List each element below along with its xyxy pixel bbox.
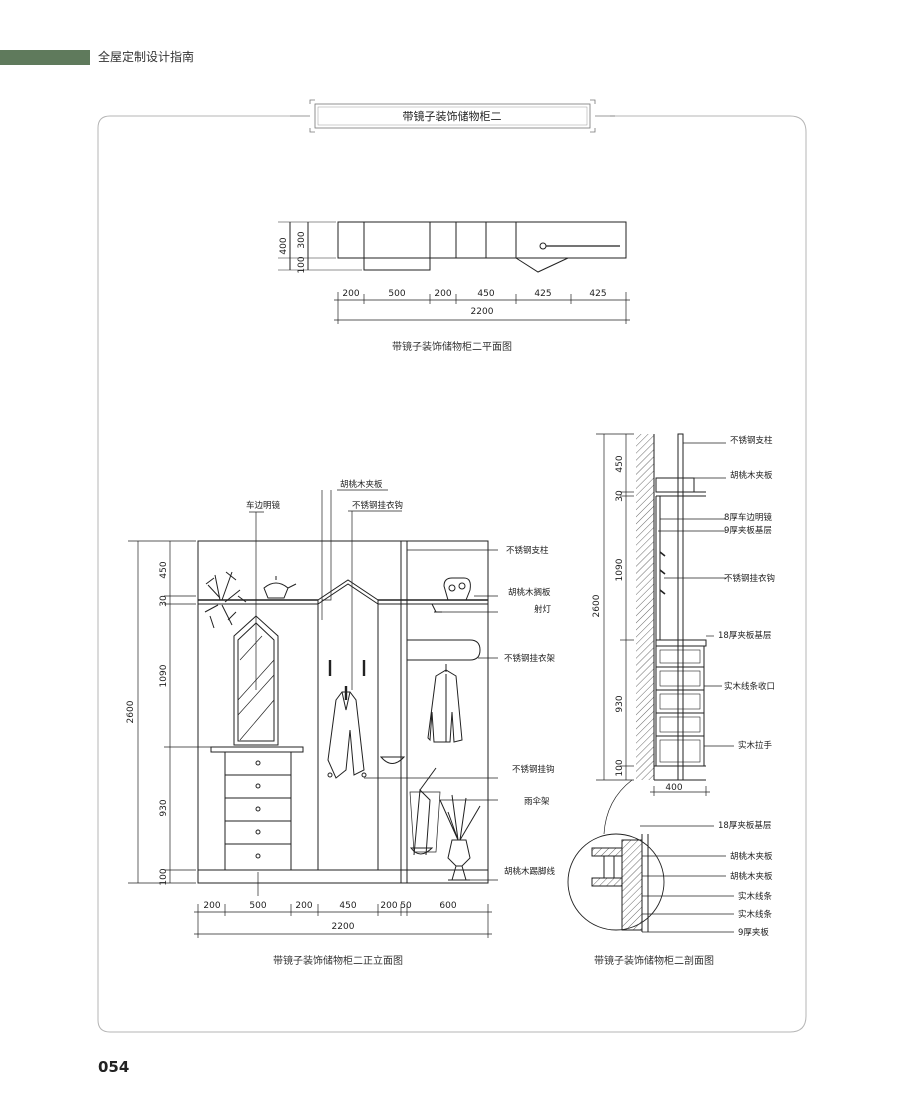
label-steel-hook: 不锈钢挂钩 <box>512 764 555 775</box>
section-dim-1090: 1090 <box>615 558 625 581</box>
plan-dim: 425 <box>534 289 551 299</box>
section-labels: 不锈钢支柱 胡桃木夹板 8厚车边明镜 9厚夹板基层 不锈钢挂衣钩 18厚夹板基层… <box>718 435 775 938</box>
plan-dim: 200 <box>434 289 451 299</box>
label-umbrella-stand: 雨伞架 <box>524 796 550 807</box>
section-label: 8厚车边明镜 <box>724 512 772 523</box>
front-dim: 200 <box>203 901 220 911</box>
plan-dim-400: 400 <box>279 237 289 254</box>
front-dim-450: 450 <box>159 561 169 578</box>
front-leader-lines <box>249 489 498 881</box>
section-left-dim-lines <box>596 433 710 796</box>
section-label: 不锈钢挂衣钩 <box>724 573 775 584</box>
section-leader-lines <box>640 442 734 933</box>
header-color-bar <box>0 50 90 65</box>
front-dim: 50 <box>400 901 412 911</box>
plan-left-dims: 400 300 100 <box>279 231 307 273</box>
label-bevel-mirror: 车边明镜 <box>246 500 281 511</box>
plan-bottom-dim-text: 200 500 200 450 425 425 2200 <box>342 289 606 317</box>
section-dim-2600: 2600 <box>592 594 602 617</box>
front-left-dim-lines <box>128 540 224 884</box>
label-steel-post: 不锈钢支柱 <box>506 545 549 556</box>
front-dim: 500 <box>249 901 266 911</box>
front-dim: 600 <box>439 901 456 911</box>
front-dim-1090: 1090 <box>159 664 169 687</box>
front-left-dims: 2600 450 30 1090 930 100 <box>126 561 169 885</box>
header-title: 全屋定制设计指南 <box>98 50 195 64</box>
section-view <box>567 433 707 932</box>
section-label: 不锈钢支柱 <box>730 435 773 446</box>
detail-label: 实木线条 <box>738 909 773 920</box>
front-caption: 带镜子装饰储物柜二正立面图 <box>273 954 403 967</box>
front-dim-100: 100 <box>159 868 169 885</box>
label-coat-hook: 不锈钢挂衣钩 <box>352 500 403 511</box>
front-dim-total: 2200 <box>332 922 355 932</box>
plan-dim-300: 300 <box>297 231 307 248</box>
page-number: 054 <box>98 1058 130 1076</box>
section-label: 实木拉手 <box>738 740 773 751</box>
section-label: 18厚夹板基层 <box>718 630 771 641</box>
label-spotlight: 射灯 <box>534 604 552 615</box>
front-dim: 200 <box>380 901 397 911</box>
front-bottom-dim-lines <box>194 872 492 938</box>
detail-label: 实木线条 <box>738 891 773 902</box>
plan-dim-100: 100 <box>297 256 307 273</box>
label-clothes-rack: 不锈钢挂衣架 <box>504 653 556 664</box>
label-walnut-skirting: 胡桃木踢脚线 <box>504 866 556 877</box>
label-walnut-shelf: 胡桃木搁板 <box>508 587 551 598</box>
front-bottom-dims: 200 500 200 450 200 50 600 2200 <box>203 901 456 932</box>
plan-view <box>278 221 627 273</box>
plan-dim-total: 2200 <box>471 307 494 317</box>
section-label: 9厚夹板基层 <box>724 525 772 536</box>
plan-caption: 带镜子装饰储物柜二平面图 <box>392 340 512 353</box>
front-labels: 车边明镜 胡桃木夹板 不锈钢挂衣钩 不锈钢支柱 胡桃木搁板 射灯 不锈钢挂衣架 … <box>246 479 556 877</box>
section-dim-930: 930 <box>615 695 625 712</box>
plan-dim: 425 <box>589 289 606 299</box>
section-dims: 2600 450 30 1090 930 100 400 <box>592 455 683 793</box>
panel-title: 带镜子装饰储物柜二 <box>403 109 502 123</box>
front-dim-2600: 2600 <box>126 700 136 723</box>
plan-bottom-dims <box>334 292 630 324</box>
front-elevation <box>197 540 489 884</box>
detail-label: 9厚夹板 <box>738 927 769 938</box>
front-dim-930: 930 <box>159 799 169 816</box>
section-label: 实木线条收口 <box>724 681 775 692</box>
section-label: 胡桃木夹板 <box>730 470 773 481</box>
front-dim: 450 <box>339 901 356 911</box>
section-dim-450: 450 <box>615 455 625 472</box>
section-caption: 带镜子装饰储物柜二剖面图 <box>594 954 714 967</box>
front-dim: 200 <box>295 901 312 911</box>
panel-frame <box>97 115 807 1033</box>
section-dim-400: 400 <box>665 783 682 793</box>
section-dim-30: 30 <box>615 490 625 502</box>
detail-label: 胡桃木夹板 <box>730 851 773 862</box>
detail-label: 18厚夹板基层 <box>718 820 771 831</box>
panel-title-frame: 带镜子装饰储物柜二 <box>290 99 615 133</box>
label-walnut-panel: 胡桃木夹板 <box>340 479 383 490</box>
plan-dim: 500 <box>388 289 405 299</box>
plan-dim: 200 <box>342 289 359 299</box>
plan-dim: 450 <box>477 289 494 299</box>
section-dim-100: 100 <box>615 759 625 776</box>
front-dim-30: 30 <box>159 595 169 607</box>
detail-label: 胡桃木夹板 <box>730 871 773 882</box>
